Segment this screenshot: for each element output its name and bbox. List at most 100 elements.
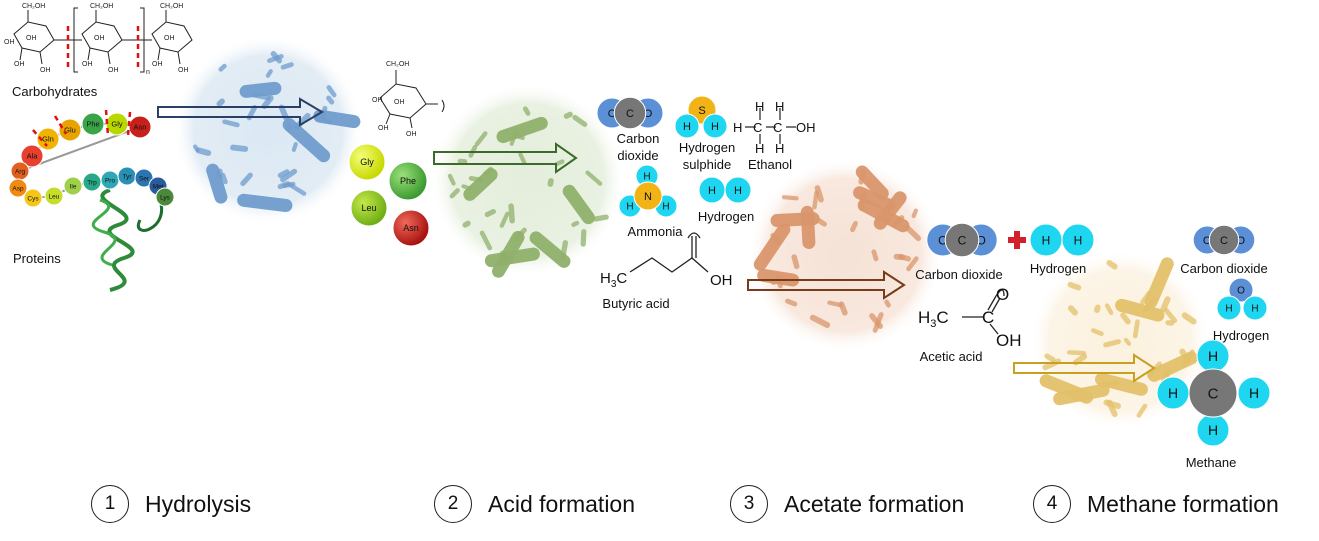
ethanol-atom: OH <box>796 120 816 135</box>
carbon-atom: C <box>982 308 994 327</box>
oh-label: OH <box>372 97 383 104</box>
hydrogen-atom: H <box>1237 376 1271 410</box>
hydrogen-atom: H <box>1242 295 1268 321</box>
svg-text:H: H <box>1074 233 1083 247</box>
bacterium <box>1094 304 1101 314</box>
bacterium <box>547 178 554 187</box>
bacterium <box>571 220 580 227</box>
ch2oh-label: CH₂OH <box>22 3 45 10</box>
ammonia-label: Ammonia <box>627 224 683 239</box>
svg-text:O: O <box>1203 235 1212 247</box>
hydrogen-label: Hydrogen <box>697 209 755 224</box>
carbon-atom: C <box>944 222 980 258</box>
amino-acid-gly: Gly <box>105 112 129 136</box>
bacterium <box>785 298 798 307</box>
h3c-group: H3C <box>918 308 949 330</box>
bacterium <box>491 230 525 278</box>
hydrogen-atom: H <box>1156 376 1190 410</box>
bacterium <box>891 215 905 228</box>
hydrogen-atom: H <box>1196 339 1230 373</box>
bacterium <box>447 173 456 186</box>
bacterium <box>1103 339 1121 348</box>
stage-hydrolysis: 1 Hydrolysis <box>91 484 251 524</box>
stage-number: 4 <box>1033 485 1071 523</box>
svg-text:Gly: Gly <box>360 157 374 167</box>
bacterium <box>753 222 791 271</box>
nitrogen-atom: N <box>633 181 663 211</box>
carbohydrate-chain-structure <box>13 7 193 73</box>
bacterium <box>484 208 496 218</box>
butyric-acid-label: Butyric acid <box>602 296 670 311</box>
acetic-acid-structure <box>962 289 1005 335</box>
svg-text:C: C <box>1220 235 1228 247</box>
bacterium <box>554 159 565 167</box>
bacterium <box>562 184 595 225</box>
bacterium <box>1123 337 1132 346</box>
ethanol-atom: H <box>733 120 742 135</box>
bacterium <box>518 152 527 165</box>
bacterium <box>294 112 311 130</box>
svg-text:Phe: Phe <box>86 120 99 129</box>
ch2oh-label: CH₂OH <box>160 3 183 10</box>
bacterium <box>474 131 488 147</box>
oh-group: OH <box>710 272 733 289</box>
bacterium <box>291 141 298 152</box>
carbohydrate-labels: CH₂OH CH₂OH CH₂OH OH OH OH OH OH OH OH O… <box>4 3 189 76</box>
free-amino-acid-asn: Asn <box>392 209 430 247</box>
amino-acid-pro: Pro <box>100 170 120 190</box>
bacterium <box>230 144 249 152</box>
svg-text:O: O <box>1237 286 1245 297</box>
acetic-acid-label: Acetic acid <box>919 349 983 364</box>
bacterium <box>1181 312 1197 325</box>
bacterium <box>1181 349 1195 367</box>
ch2oh-label: CH₂OH <box>90 3 113 10</box>
bacterium <box>222 119 240 128</box>
bacterium <box>1067 281 1082 291</box>
proteins-label: Proteins <box>13 251 61 266</box>
oh-label: OH <box>164 35 175 42</box>
bacterium <box>563 111 573 119</box>
bacteria-cluster-gold <box>1039 257 1198 418</box>
bacterium <box>1044 353 1056 363</box>
svg-text:H: H <box>711 121 719 133</box>
free-amino-acid-leu: Leu <box>350 189 388 227</box>
hydrogen-atom: H <box>674 113 700 139</box>
oh-label: OH <box>178 67 189 74</box>
hydrogen-atom: H <box>702 113 728 139</box>
bacterium <box>1136 403 1148 418</box>
bacterium <box>508 203 515 224</box>
free-amino-acid-phe: Phe <box>388 161 428 201</box>
oh-label: OH <box>378 125 389 132</box>
bacterium <box>282 118 331 163</box>
free-amino-acid-gly: Gly <box>348 143 386 181</box>
svg-text:Glu: Glu <box>64 126 76 135</box>
stage-acid-formation: 2 Acid formation <box>434 484 635 524</box>
svg-text:O: O <box>644 108 653 120</box>
bacterium <box>499 211 510 228</box>
bacterium <box>1165 320 1175 326</box>
bacterium <box>911 208 918 219</box>
svg-text:H: H <box>662 202 669 213</box>
arrow-methane-formation <box>1013 353 1156 383</box>
ethanol-label: Ethanol <box>747 157 793 172</box>
h3c-group: H3C <box>600 270 627 290</box>
plus-sign <box>1008 231 1026 249</box>
bacterium <box>326 95 335 105</box>
svg-text:Leu: Leu <box>49 193 60 200</box>
oxygen-atom: O <box>1228 277 1254 303</box>
svg-text:O: O <box>977 233 986 247</box>
svg-text:Leu: Leu <box>361 203 376 213</box>
svg-text:H: H <box>683 121 691 133</box>
methane-label: Methane <box>1185 455 1237 470</box>
ch2oh-label: CH₂OH <box>386 61 409 68</box>
stage-name: Hydrolysis <box>145 490 252 517</box>
carbon-atom: C <box>1208 224 1240 256</box>
svg-text:C: C <box>958 233 967 247</box>
